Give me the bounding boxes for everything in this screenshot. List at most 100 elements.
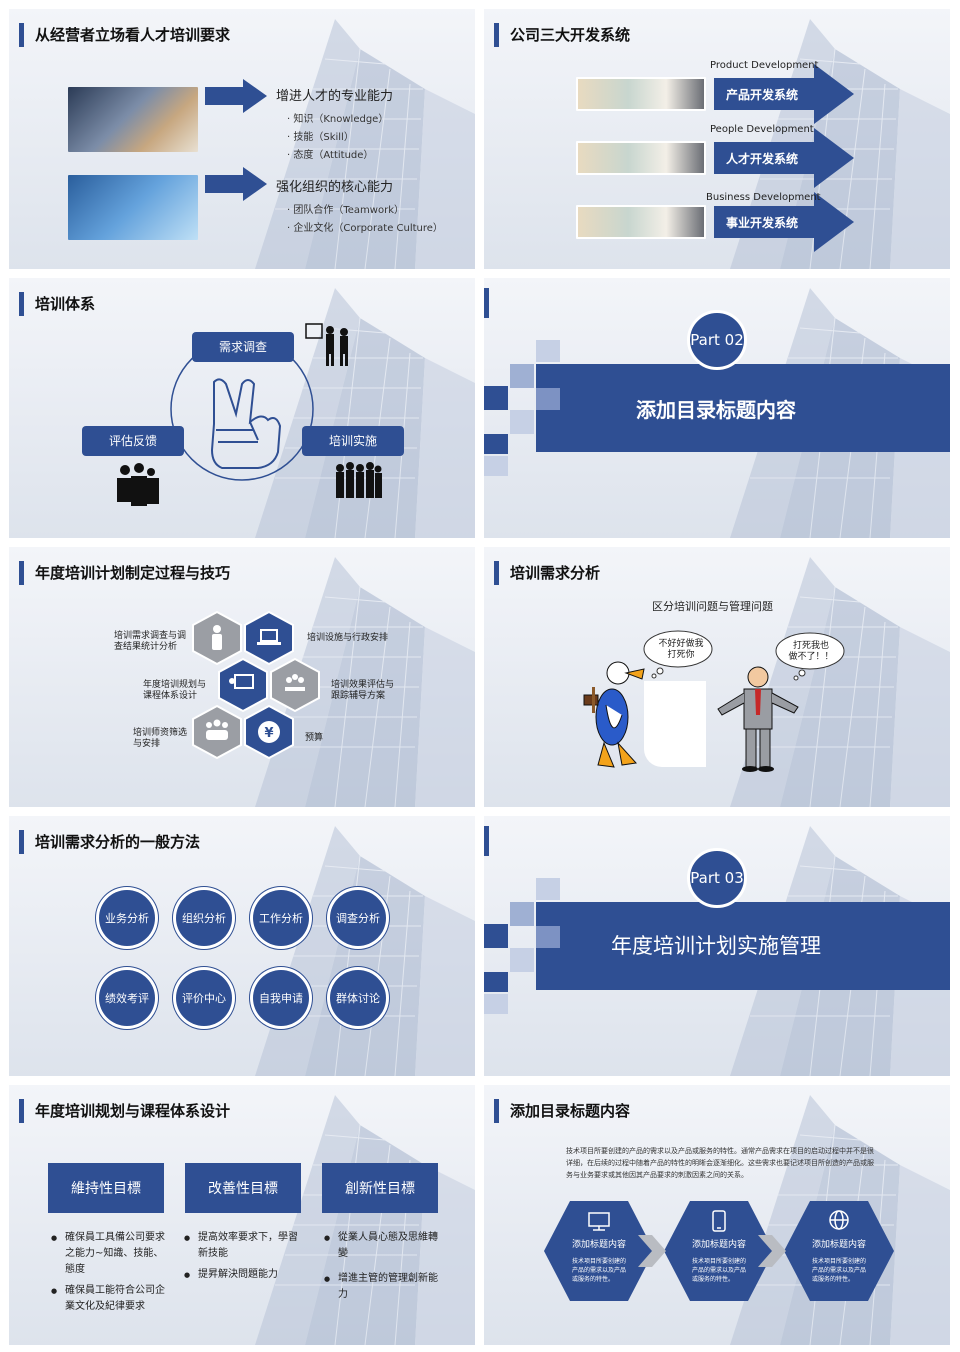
intro-paragraph: 技术项目所要创建的产品的需求以及产品或服务的特性。通常产品需求在项目的启动过程中… xyxy=(566,1147,874,1179)
slide-6: 培训需求分析 区分培训问题与管理问题 不好好做我 打死你 打死我也 做不了！！ xyxy=(484,547,950,807)
part-circle: Part 03 xyxy=(687,848,747,908)
step-label: 年度培训规划与 课程体系设计 xyxy=(143,680,207,701)
slide-title: 培训需求分析的一般方法 xyxy=(35,833,201,851)
slide-3: 培训体系 需求调查 评估反馈 培训实施 xyxy=(9,278,475,538)
goal-box: 改善性目標 xyxy=(185,1163,301,1213)
title-marker xyxy=(494,23,499,47)
slide-8: Part 03 年度培训计划实施管理 xyxy=(484,816,950,1076)
slide-9: 年度培训规划与课程体系设计 維持性目標 改善性目標 創新性目標 確保員工具備公司… xyxy=(9,1085,475,1345)
goal-box: 創新性目標 xyxy=(322,1163,438,1213)
group-silhouette-icon xyxy=(117,463,159,506)
goal-bullet: 提高效率要求下，學習新技能 xyxy=(184,1230,302,1262)
title-marker xyxy=(19,1099,24,1123)
hex-text: 技术项目所要创建的产品的需求以及产品或服务的特性。 xyxy=(692,1258,747,1283)
slide-1: 从经营者立场看人才培训要求 增进人才的专业能力 · 知识（Knowledge） … xyxy=(9,9,475,269)
globe-icon xyxy=(829,1210,849,1230)
group1-item: · 知识（Knowledge） xyxy=(287,114,389,125)
method-circle[interactable]: 组织分析 xyxy=(176,890,232,946)
need-survey-button[interactable]: 需求调查 xyxy=(192,332,294,362)
slide-4: Part 02 添加目录标题内容 xyxy=(484,278,950,538)
deco-square xyxy=(510,410,534,434)
pen-photo xyxy=(576,205,706,239)
section-heading: 添加目录标题内容 xyxy=(636,398,796,422)
method-circle[interactable]: 业务分析 xyxy=(99,890,155,946)
svg-text:¥: ¥ xyxy=(264,726,273,741)
phone-icon xyxy=(712,1210,726,1232)
meeting-icon xyxy=(285,674,305,691)
businessman-cartoon xyxy=(717,666,799,772)
slide-title: 年度培训规划与课程体系设计 xyxy=(35,1102,231,1120)
group2-title: 强化组织的核心能力 xyxy=(276,180,394,195)
deco-square xyxy=(536,878,560,900)
method-circle[interactable]: 评价中心 xyxy=(176,970,232,1026)
speech-bubble-right xyxy=(775,632,845,681)
hex-text: 技术项目所要创建的产品的需求以及产品或服务的特性。 xyxy=(572,1258,627,1283)
goal-bullet: 提昇解決問題能力 xyxy=(184,1267,302,1283)
building-background xyxy=(185,1085,475,1345)
hex-title: 添加标题内容 xyxy=(811,1240,866,1250)
deco-square xyxy=(484,386,508,410)
presentation-icon xyxy=(229,674,254,689)
slide-title: 培训需求分析 xyxy=(510,564,601,582)
deco-square xyxy=(484,924,508,948)
title-marker xyxy=(494,1099,499,1123)
training-implementation-button[interactable]: 培训实施 xyxy=(302,426,404,456)
row-en-label: People Development xyxy=(710,124,814,135)
slide-title: 从经营者立场看人才培训要求 xyxy=(35,26,231,44)
section-heading: 年度培训计划实施管理 xyxy=(611,934,821,958)
part-number: Part 03 xyxy=(690,869,744,887)
deco-square xyxy=(484,434,508,454)
business-photo-1 xyxy=(68,87,198,152)
step-label: 预算 xyxy=(305,733,324,743)
evaluation-feedback-button[interactable]: 评估反馈 xyxy=(82,426,184,456)
method-circle[interactable]: 自我申请 xyxy=(253,970,309,1026)
hexagon-row xyxy=(544,1201,894,1301)
row-cn-label: 事业开发系统 xyxy=(726,216,799,230)
arrow-right-icon xyxy=(205,167,267,201)
group1-item: · 技能（Skill） xyxy=(287,132,354,143)
method-circle[interactable]: 群体讨论 xyxy=(330,970,386,1026)
section-band xyxy=(536,364,950,452)
title-marker xyxy=(484,288,489,318)
goal-bullet: 確保員工能符合公司企業文化及紀律要求 xyxy=(51,1283,165,1315)
deco-square xyxy=(510,948,534,972)
presenter-silhouette-icon xyxy=(305,323,348,366)
arrow-shape xyxy=(714,192,854,252)
laptop-icon xyxy=(257,629,281,645)
group2-item: · 团队合作（Teamwork） xyxy=(287,205,404,216)
title-marker xyxy=(19,830,24,854)
step-label: 培训效果评估与 跟踪辅导方案 xyxy=(331,680,395,701)
speech-bubble-left xyxy=(643,630,713,679)
person-icon xyxy=(212,625,222,650)
deco-square xyxy=(484,456,508,476)
group1-title: 增进人才的专业能力 xyxy=(276,89,394,104)
goal-bullet: 確保員工具備公司要求之能力~知識、技能、態度 xyxy=(51,1230,165,1278)
slide-5: 年度培训计划制定过程与技巧 ¥ 培训需求调查与调 查结果统计分析 年度培训规划与… xyxy=(9,547,475,807)
duck-cartoon xyxy=(583,661,645,768)
team-silhouette-icon xyxy=(336,462,382,498)
step-label: 培训需求调查与调 查结果统计分析 xyxy=(114,631,187,652)
blank-placeholder xyxy=(644,681,706,767)
bubble-left-text: 不好好做我 打死你 xyxy=(658,639,704,660)
deco-square xyxy=(484,972,508,992)
title-marker xyxy=(494,561,499,585)
method-circle[interactable]: 工作分析 xyxy=(253,890,309,946)
team-icon xyxy=(206,719,228,740)
section-band xyxy=(536,902,950,990)
method-circle[interactable]: 绩效考评 xyxy=(99,970,155,1026)
arrow-shape xyxy=(714,128,854,188)
pen-photo xyxy=(576,77,706,111)
part-number: Part 02 xyxy=(690,331,744,349)
slide-title: 添加目录标题内容 xyxy=(510,1102,631,1120)
slide-10: 添加目录标题内容 技术项目所要创建的产品的需求以及产品或服务的特性。通常产品需求… xyxy=(484,1085,950,1345)
method-circle[interactable]: 调查分析 xyxy=(330,890,386,946)
slide-title: 培训体系 xyxy=(35,295,96,313)
deco-square xyxy=(536,388,560,410)
hex-text: 技术项目所要创建的产品的需求以及产品或服务的特性。 xyxy=(812,1258,867,1283)
group2-item: · 企业文化（Corporate Culture） xyxy=(287,223,443,234)
arrow-shape xyxy=(714,64,854,124)
row-cn-label: 人才开发系统 xyxy=(726,152,799,166)
yen-icon: ¥ xyxy=(258,721,280,743)
row-en-label: Product Development xyxy=(710,60,819,71)
peace-hand-icon xyxy=(210,378,282,469)
